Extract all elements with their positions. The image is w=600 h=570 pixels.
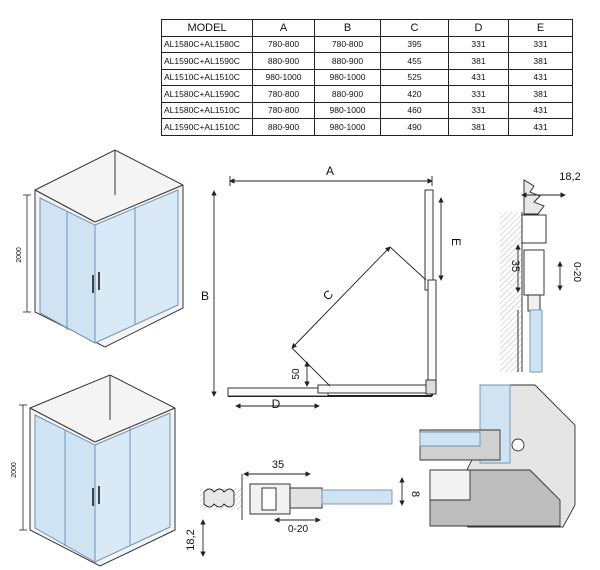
wall-profile-detail — [500, 179, 566, 373]
cell-c: 490 — [380, 118, 449, 136]
bottom-width-label: 35 — [272, 459, 284, 471]
table-row: AL1510C+AL1510C 980-1000 980-1000 525 43… — [161, 68, 573, 86]
shower-enclosure-top — [34, 149, 184, 348]
profile-width-label: 18,2 — [559, 171, 580, 183]
table-row: AL1590C+AL1510C 880-900 980-1000 490 381… — [161, 118, 573, 136]
label-e: E — [449, 238, 463, 246]
cell-b: 980-1000 — [314, 118, 381, 136]
table-row: AL1580C+AL1510C 780-800 980-1000 460 331… — [161, 101, 573, 119]
cell-model: AL1590C+AL1510C — [161, 118, 253, 136]
table-header-row: MODEL A B C D E — [161, 19, 573, 37]
corner-joint-detail — [419, 384, 576, 528]
table-row: AL1590C+AL1590C 880-900 880-900 455 381 … — [161, 52, 573, 70]
height-dimension-bottom: 2000 — [11, 404, 27, 531]
label-b: B — [201, 289, 209, 303]
label-d: D — [272, 397, 281, 411]
bottom-height-label: 18,2 — [185, 529, 197, 550]
table-row: AL1580C+AL1590C 780-800 880-900 420 331 … — [161, 85, 573, 103]
shower-enclosure-bottom — [29, 374, 176, 567]
wall-profile-labels: 18,2 35 0-20 — [509, 171, 582, 282]
height-label-top: 2000 — [16, 247, 23, 263]
cell-e: 431 — [508, 118, 573, 136]
spec-table: MODEL A B C D E AL1580C+AL1580C 780-800 … — [161, 19, 573, 136]
cell-a: 880-900 — [252, 118, 315, 136]
plan-labels: A B C D E 50 — [201, 164, 463, 411]
profile-depth-label: 35 — [509, 260, 521, 272]
label-a: A — [326, 164, 334, 178]
bottom-profile-labels: 35 0-20 8 18,2 — [185, 459, 421, 551]
label-50: 50 — [291, 368, 302, 380]
plan-view — [211, 176, 444, 409]
height-label-bottom: 2000 — [11, 462, 18, 478]
bottom-adjust-label: 0-20 — [288, 524, 308, 535]
bottom-profile-detail — [200, 471, 405, 557]
label-c: C — [320, 287, 336, 303]
cell-d: 381 — [448, 118, 509, 136]
profile-adjust-label: 0-20 — [571, 262, 582, 282]
height-dimension-top: 2000 — [16, 194, 31, 313]
bottom-glass-label: 8 — [409, 491, 421, 497]
